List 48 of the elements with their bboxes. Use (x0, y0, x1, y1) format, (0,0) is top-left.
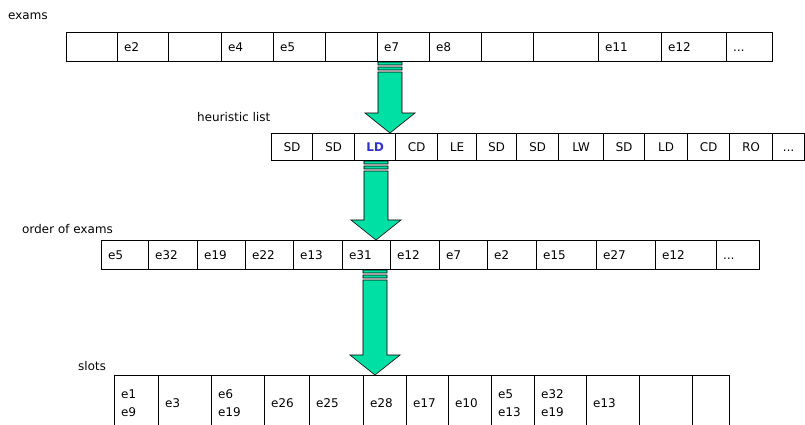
table-cell: e27 (596, 240, 656, 270)
table-cell: e12 (655, 240, 717, 270)
table-cell: e11 (598, 32, 662, 62)
table-cell: ... (726, 32, 773, 62)
table-cell: e2 (487, 240, 537, 270)
table-cell (66, 32, 118, 62)
table-cell: SD (476, 133, 517, 161)
table-cell: RO (729, 133, 773, 161)
table-cell: LE (437, 133, 477, 161)
table-cell: LD (354, 133, 396, 161)
block-arrow (348, 270, 402, 376)
block-arrow (364, 62, 416, 134)
table-cell: LD (644, 133, 688, 161)
table-cell: e5 (273, 32, 326, 62)
table-cell: ... (772, 133, 805, 161)
table-cell: e31 (342, 240, 391, 270)
table-cell: SD (271, 133, 313, 161)
table-cell: CD (687, 133, 730, 161)
table-cell (692, 375, 730, 425)
table-cell: e7 (377, 32, 430, 62)
table-cell: SD (603, 133, 645, 161)
table-cell: SD (312, 133, 355, 161)
table-cell: SD (516, 133, 559, 161)
table-cell: e22 (245, 240, 294, 270)
table-cell: e8 (429, 32, 482, 62)
table-cell (481, 32, 534, 62)
table-cell: e32 (148, 240, 198, 270)
table-cell: e4 (221, 32, 274, 62)
table-cell (168, 32, 222, 62)
row-title: exams (8, 8, 48, 22)
table-cell: e2 (117, 32, 169, 62)
table-cell: e19 (197, 240, 246, 270)
table-cell: e13 (293, 240, 343, 270)
table-cell: CD (395, 133, 438, 161)
table-cell: ... (716, 240, 760, 270)
row-title: heuristic list (197, 110, 270, 124)
table-cell: e7 (439, 240, 488, 270)
table-cell: e12 (390, 240, 440, 270)
table-cell (533, 32, 599, 62)
table-cell: e12 (661, 32, 727, 62)
row-title: slots (78, 359, 106, 373)
table-cell: e1 e9 (114, 375, 159, 425)
row-title: order of exams (22, 222, 113, 236)
table-cell: LW (558, 133, 604, 161)
table-cell (325, 32, 378, 62)
table-cell: e5 (101, 240, 149, 270)
block-arrow (350, 160, 402, 241)
table-cell: e15 (536, 240, 597, 270)
